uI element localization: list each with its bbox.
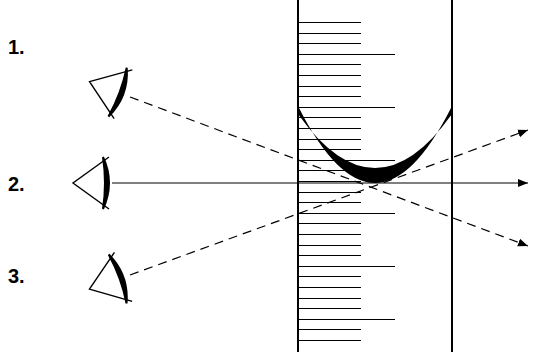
eye bbox=[73, 157, 109, 209]
graduation-mark bbox=[299, 266, 395, 267]
graduation-mark bbox=[299, 319, 395, 320]
graduation-mark bbox=[299, 86, 361, 87]
callout-number: 1. bbox=[8, 37, 25, 57]
graduation-mark bbox=[299, 128, 361, 129]
graduation-mark bbox=[299, 192, 361, 193]
graduation-mark bbox=[299, 160, 395, 161]
graduation-mark bbox=[299, 64, 361, 65]
graduation-mark bbox=[299, 33, 361, 34]
callout-number: 3. bbox=[8, 266, 25, 286]
cylinder-wall bbox=[297, 0, 299, 352]
graduation-mark bbox=[299, 75, 361, 76]
graduation-mark bbox=[299, 340, 361, 341]
sight-line bbox=[130, 130, 528, 275]
graduation-mark bbox=[299, 223, 361, 224]
graduation-mark bbox=[299, 43, 361, 44]
graduation-mark bbox=[299, 96, 361, 97]
graduation-mark bbox=[299, 245, 361, 246]
graduation-mark bbox=[299, 308, 361, 309]
graduation-mark bbox=[299, 287, 361, 288]
graduation-mark bbox=[299, 255, 361, 256]
graduation-mark bbox=[299, 329, 361, 330]
graduation-mark bbox=[299, 107, 395, 108]
graduation-mark bbox=[299, 234, 361, 235]
graduation-mark bbox=[299, 181, 361, 182]
meniscus bbox=[298, 106, 452, 183]
eye bbox=[80, 57, 132, 118]
cylinder-wall bbox=[451, 0, 453, 352]
graduation-mark bbox=[299, 139, 361, 140]
graduation-mark bbox=[299, 276, 361, 277]
graduation-mark bbox=[299, 298, 361, 299]
sight-line bbox=[112, 182, 528, 183]
graduation-mark bbox=[299, 117, 361, 118]
callout-number: 2. bbox=[8, 174, 25, 194]
graduation-mark bbox=[299, 54, 395, 55]
graduation-mark bbox=[299, 22, 361, 23]
eye bbox=[81, 252, 133, 313]
graduation-mark bbox=[299, 213, 395, 214]
sight-line bbox=[130, 97, 528, 246]
